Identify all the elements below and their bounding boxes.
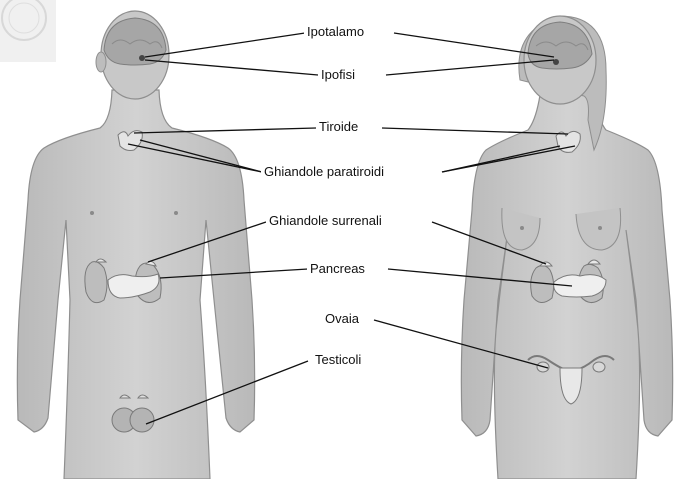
label-parathyroid: Ghiandole paratiroidi [261, 164, 387, 180]
female-figure [461, 16, 672, 479]
label-pituitary: Ipofisi [318, 67, 358, 83]
label-thyroid: Tiroide [316, 119, 361, 135]
label-ovary: Ovaia [322, 311, 362, 327]
label-pancreas: Pancreas [307, 261, 368, 277]
label-testes: Testicoli [312, 352, 364, 368]
male-figure [17, 11, 254, 479]
label-hypothalamus: Ipotalamo [304, 24, 367, 40]
label-adrenal: Ghiandole surrenali [266, 213, 385, 229]
